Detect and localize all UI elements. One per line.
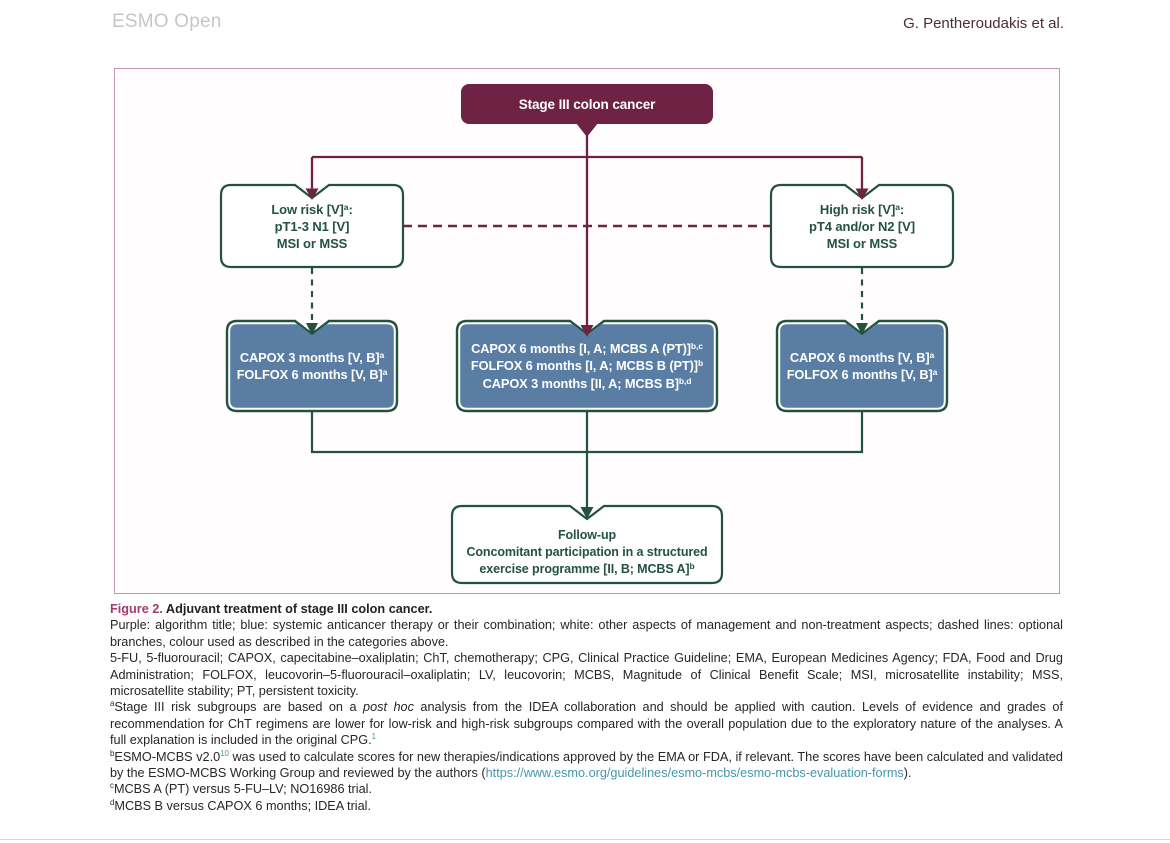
figure-title: Adjuvant treatment of stage III colon ca… [162, 602, 433, 616]
box-text-line: CAPOX 6 months [V, B]a [789, 349, 935, 365]
superscript: b [689, 561, 695, 571]
superscript: a [343, 201, 349, 212]
footnote-b-text3: ). [903, 766, 912, 781]
footnote-a-text2: analysis from the IDEA collaboration and… [110, 700, 1063, 748]
figure-caption: Figure 2. Adjuvant treatment of stage II… [110, 601, 1063, 814]
footnote-a-text: Stage III risk subgroups are based on a [114, 700, 364, 715]
footnote-c: cMCBS A (PT) versus 5-FU–LV; NO16986 tri… [110, 781, 1063, 797]
footnote-d-marker: d [110, 797, 115, 807]
title-box: Stage III colon cancer [461, 84, 713, 124]
followup-box-shape [450, 504, 724, 585]
box-text-line: Concomitant participation in a structure… [466, 545, 708, 559]
caption-abbreviations: 5-FU, 5-fluorouracil; CAPOX, capecitabin… [110, 651, 1063, 699]
citation-ref-1[interactable]: 1 [371, 732, 377, 742]
arrowhead-standard-treatment [580, 325, 594, 337]
footnote-c-marker: c [110, 781, 114, 791]
arrowhead-followup [580, 507, 594, 519]
arrowhead-high-risk [855, 188, 869, 200]
footnote-a-marker: a [110, 699, 115, 709]
box-text-line: FOLFOX 6 months [V, B]a [786, 367, 938, 382]
footnote-a: aStage III risk subgroups are based on a… [110, 699, 1063, 748]
superscript: a [895, 201, 900, 212]
arrowhead-low-risk [305, 188, 319, 200]
footnote-b: bESMO-MCBS v2.010 was used to calculate … [110, 749, 1063, 782]
superscript: b [697, 358, 704, 369]
footnote-b-marker: b [110, 748, 115, 758]
box-text-line: pT4 and/or N2 [V] [809, 218, 915, 234]
arrowhead-low-treatment [306, 323, 318, 335]
low-risk-box-shape [219, 183, 405, 269]
high-risk-box-shape [769, 183, 955, 269]
caption-title-line: Figure 2. Adjuvant treatment of stage II… [110, 601, 1063, 617]
box-text-line: Low risk [V]a: [271, 201, 353, 217]
box-text-line: FOLFOX 6 months [V, B]a [236, 367, 388, 382]
box-text-line: CAPOX 6 months [I, A; MCBS A (PT)]b,c [471, 340, 703, 356]
standard-treatment-box-fill [460, 324, 714, 408]
footnote-b-text2: was used to calculate scores for new the… [110, 749, 1063, 781]
footnote-d-text: MCBS B versus CAPOX 6 months; IDEA trial… [114, 798, 372, 813]
low-treatment-box-fill [230, 324, 394, 408]
footnote-c-text: MCBS A (PT) versus 5-FU–LV; NO16986 tria… [113, 782, 372, 797]
superscript: a [932, 367, 938, 377]
journal-name: ESMO Open [112, 11, 222, 32]
footnote-d: dMCBS B versus CAPOX 6 months; IDEA tria… [110, 798, 1063, 814]
footnote-a-italic: post hoc [363, 700, 414, 715]
footnote-b-text: ESMO-MCBS v2.0 [114, 749, 221, 764]
esmo-mcbs-link[interactable]: https://www.esmo.org/guidelines/esmo-mcb… [485, 766, 904, 781]
superscript: a [382, 367, 388, 377]
box-text-line: pT1-3 N1 [V] [274, 218, 350, 234]
title-box-shape [461, 84, 713, 124]
box-text-line: MSI or MSS [826, 235, 898, 251]
box-text-line: High risk [V]a: [819, 201, 905, 217]
superscript: b,d [678, 375, 692, 386]
title-box-tail [576, 123, 598, 137]
flowchart-diagram [219, 84, 955, 585]
superscript: a [379, 349, 385, 360]
figure-panel: Stage III colon cancer Low risk [V]a:pT1… [114, 68, 1060, 594]
running-authors: G. Pentheroudakis et al. [903, 15, 1064, 32]
title-box-label: Stage III colon cancer [518, 96, 656, 112]
page-bottom-rule [0, 839, 1170, 840]
caption-legend: Purple: algorithm title; blue: systemic … [110, 618, 1063, 649]
box-text-line: exercise programme [II, B; MCBS A]b [479, 561, 695, 576]
box-text-line: CAPOX 3 months [V, B]a [239, 349, 385, 365]
citation-ref-10[interactable]: 10 [220, 748, 229, 758]
superscript: a [929, 349, 935, 360]
low-risk-box: Low risk [V]a:pT1-3 N1 [V]MSI or MSS [221, 185, 403, 267]
figure-label: Figure 2. [110, 602, 163, 616]
box-text-line: MSI or MSS [276, 235, 348, 251]
high-risk-box: High risk [V]a:pT4 and/or N2 [V]MSI or M… [771, 185, 953, 267]
superscript: b,c [690, 340, 703, 351]
box-text-line: Follow-up [557, 528, 617, 542]
box-text-line: CAPOX 3 months [II, A; MCBS B]b,d [482, 375, 692, 391]
arrowhead-high-treatment [856, 323, 868, 335]
high-treatment-box-fill [780, 324, 944, 408]
box-text-line: FOLFOX 6 months [I, A; MCBS B (PT)]b [470, 358, 704, 374]
